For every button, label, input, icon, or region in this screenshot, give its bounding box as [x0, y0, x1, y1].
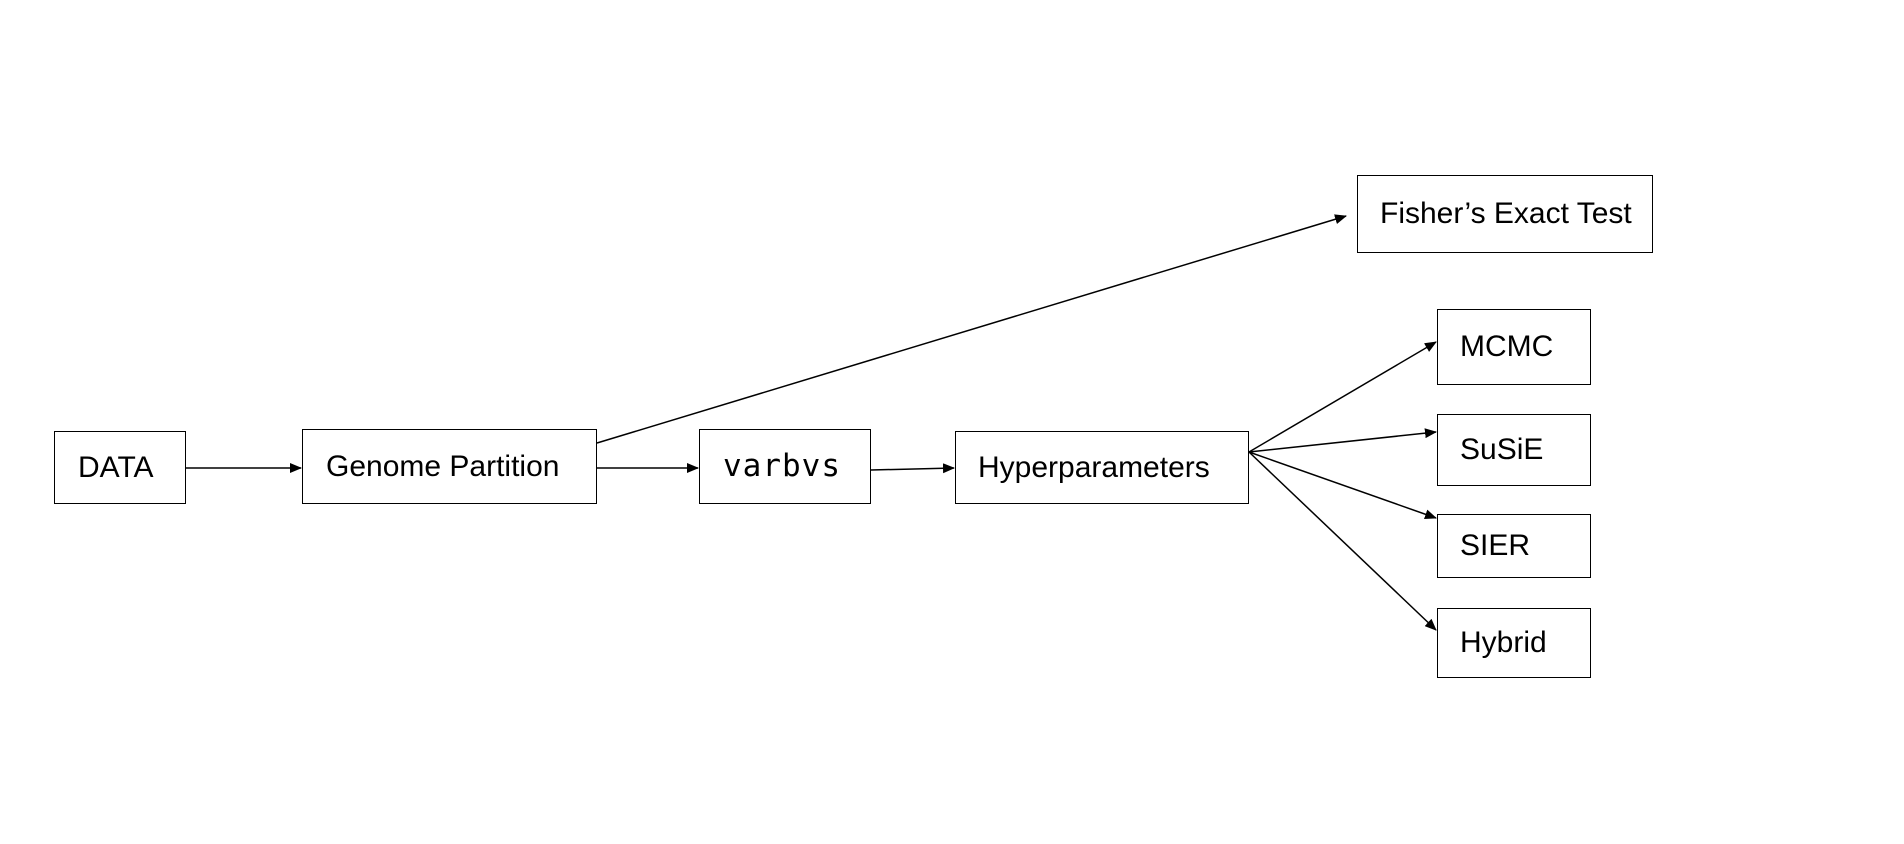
node-hybrid: Hybrid	[1437, 608, 1591, 678]
node-genome-partition-label: Genome Partition	[326, 449, 560, 483]
edge-hyperparameters-to-sier	[1248, 451, 1437, 520]
edge-hyperparameters-to-susie	[1248, 428, 1437, 453]
node-mcmc-label: MCMC	[1460, 330, 1554, 363]
edge-hyperparameters-to-hybrid	[1248, 451, 1437, 631]
edge-genome-partition-to-fisher	[596, 214, 1347, 444]
edge-hyperparameters-to-mcmc	[1248, 341, 1437, 453]
node-hybrid-label: Hybrid	[1460, 626, 1547, 659]
node-data-label: DATA	[78, 450, 154, 484]
node-hyperparameters-label: Hyperparameters	[978, 450, 1210, 484]
edge-varbvs-to-hyperparameters	[870, 463, 955, 474]
node-data: DATA	[54, 431, 186, 504]
node-sier-label: SIER	[1460, 529, 1531, 562]
node-hyperparameters: Hyperparameters	[955, 431, 1249, 504]
node-susie: SuSiE	[1437, 414, 1591, 486]
node-varbvs: varbvs	[699, 429, 871, 504]
node-genome-partition: Genome Partition	[302, 429, 597, 504]
node-varbvs-label: varbvs	[723, 448, 841, 484]
node-mcmc: MCMC	[1437, 309, 1591, 385]
node-susie-label: SuSiE	[1460, 433, 1544, 466]
node-fisher-exact-test: Fisher’s Exact Test	[1357, 175, 1653, 253]
node-fisher-exact-test-label: Fisher’s Exact Test	[1380, 197, 1632, 230]
node-sier: SIER	[1437, 514, 1591, 578]
